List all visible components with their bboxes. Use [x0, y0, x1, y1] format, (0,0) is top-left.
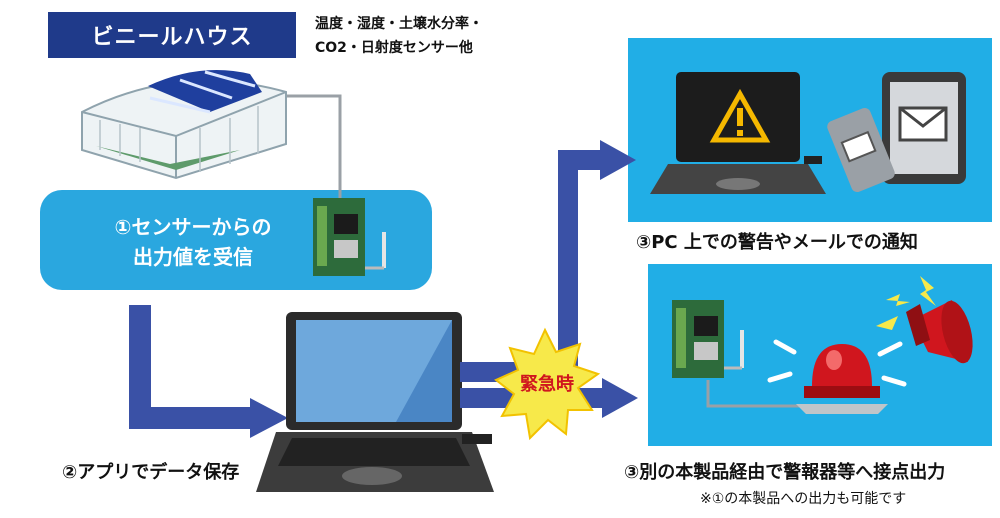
save-step-label: ②アプリでデータ保存 [62, 462, 240, 483]
notification-step-label: ③PC 上での警告やメールでの通知 [636, 232, 918, 253]
contact-output-step-label: ③別の本製品経由で警報器等へ接点出力 [624, 462, 946, 483]
sensor-note-line-1: 温度・湿度・土壌水分率・ [315, 16, 483, 32]
greenhouse-title: ビニールハウス [48, 12, 296, 58]
receive-step-label: ①センサーからの 出力値を受信 [78, 212, 308, 272]
arrow-receive-to-save [129, 305, 252, 429]
sensor-device-icon-1 [313, 198, 386, 276]
sensor-connector-line [268, 94, 342, 200]
sensor-device-icon-2 [672, 300, 744, 378]
warning-icon [709, 88, 771, 143]
greenhouse-icon [81, 70, 287, 180]
mail-devices-icon [827, 72, 966, 193]
mail-icon-small [840, 130, 877, 163]
sensor-list-note: 温度・湿度・土壌水分率・ CO2・日射度センサー他 [315, 12, 555, 60]
emergency-burst-icon [494, 327, 601, 441]
sensor-note-line-2: CO2・日射度センサー他 [315, 40, 473, 56]
receive-step-line-1: ①センサーからの [114, 215, 272, 239]
emergency-label: 緊急時 [520, 374, 574, 395]
output-connector-line [706, 380, 800, 408]
siren-speaker-icon [876, 276, 973, 364]
notification-laptop-icon [650, 72, 826, 194]
receive-step-box [40, 190, 432, 290]
arrow-to-notification-head [600, 140, 636, 180]
contact-output-note: ※①の本製品への出力も可能です [700, 491, 907, 507]
arrow-to-notification [460, 150, 604, 382]
receive-step-line-2: 出力値を受信 [133, 245, 253, 269]
warning-light-icon [767, 339, 907, 414]
main-laptop-icon [256, 312, 494, 492]
arrow-receive-to-save-head [250, 398, 288, 438]
arrow-to-contact-output-head [602, 378, 638, 418]
